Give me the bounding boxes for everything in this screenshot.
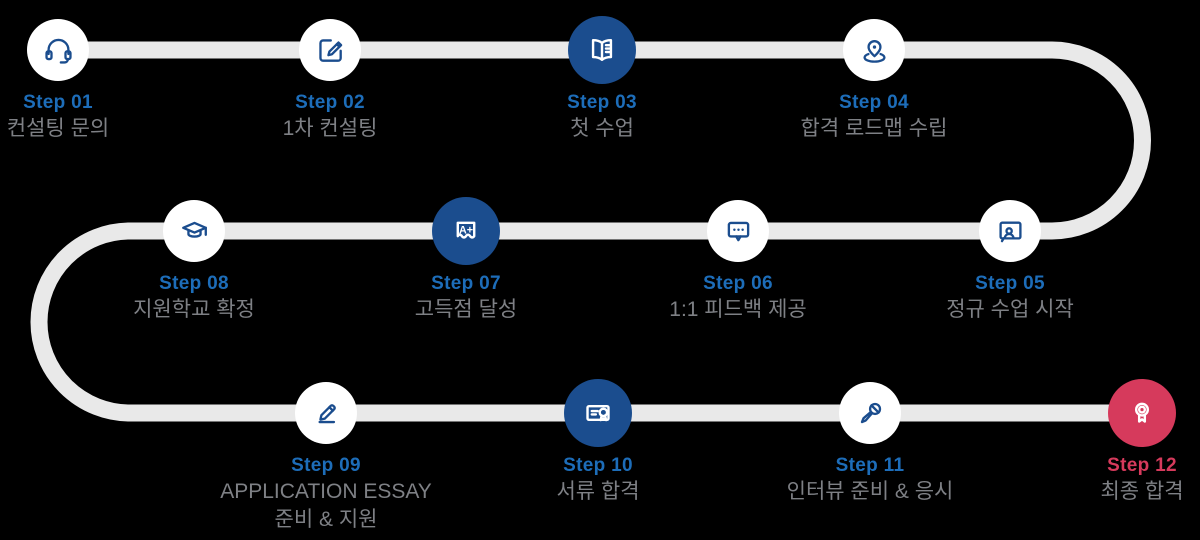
step-node-09: Step 09 APPLICATION ESSAY 준비 & 지원: [176, 379, 476, 534]
step-title: 첫 수업: [570, 117, 634, 140]
step-circle: [707, 200, 769, 262]
step-node-06: Step 06 1:1 피드백 제공: [588, 197, 888, 324]
step-circle: [27, 19, 89, 81]
step-number-label: Step 05: [975, 273, 1045, 294]
step-circle: [839, 382, 901, 444]
step-number-label: Step 01: [23, 92, 93, 113]
instructor-icon: [998, 221, 1022, 242]
step-title: 1차 컨설팅: [282, 117, 378, 140]
step-title: APPLICATION ESSAY: [220, 480, 432, 503]
step-title: 정규 수업 시작: [946, 298, 1074, 321]
step-title: 서류 합격: [556, 480, 640, 503]
step-node-04: Step 04 합격 로드맵 수립: [724, 16, 1024, 143]
step-number-label: Step 11: [835, 455, 905, 476]
edit-icon: [318, 38, 342, 62]
certificate-icon: [586, 404, 610, 422]
step-title: 고득점 달성: [414, 298, 518, 321]
svg-text:A+: A+: [459, 224, 473, 236]
step-node-07: A+ Step 07 고득점 달성: [316, 197, 616, 324]
step-circle: [299, 19, 361, 81]
step-node-03: Step 03 첫 수업: [452, 16, 752, 143]
step-number-label: Step 07: [431, 273, 501, 294]
microphone-icon: [860, 402, 881, 423]
step-node-11: Step 11 인터뷰 준비 & 응시: [720, 379, 1020, 506]
step-number-label: Step 04: [839, 92, 909, 113]
open-book-icon: [591, 39, 613, 61]
step-number-label: Step 12: [1107, 455, 1177, 476]
pencil-icon: [317, 403, 336, 423]
step-title: 최종 합격: [1100, 480, 1184, 503]
step-node-05: Step 05 정규 수업 시작: [860, 197, 1160, 324]
step-node-02: Step 02 1차 컨설팅: [180, 16, 480, 143]
step-node-01: Step 01 컨설팅 문의: [0, 16, 208, 143]
step-number-label: Step 10: [563, 455, 633, 476]
chat-bubble-icon: [727, 221, 749, 241]
step-node-10: Step 10 서류 합격: [448, 379, 748, 506]
step-number-label: Step 08: [159, 273, 229, 294]
step-circle: [568, 16, 636, 84]
step-title: 1:1 피드백 제공: [669, 298, 807, 321]
step-node-12: Step 12 최종 합격: [992, 379, 1200, 506]
step-node-08: Step 08 지원학교 확정: [44, 197, 344, 324]
a-plus-score-icon: A+: [456, 221, 476, 239]
step-title: 컨설팅 문의: [6, 117, 110, 140]
step-circle: [295, 382, 357, 444]
headset-icon: [44, 38, 72, 64]
map-pin-icon: [862, 39, 886, 63]
step-number-label: Step 03: [567, 92, 637, 113]
step-number-label: Step 02: [295, 92, 365, 113]
step-circle: [979, 200, 1041, 262]
step-circle: [843, 19, 905, 81]
award-ribbon-icon: [1134, 402, 1150, 423]
step-title: 인터뷰 준비 & 응시: [786, 480, 954, 503]
graduation-cap-icon: [181, 221, 207, 238]
step-title-line2: 준비 & 지원: [274, 508, 378, 531]
step-circle: [564, 379, 632, 447]
step-number-label: Step 09: [291, 455, 361, 476]
step-number-label: Step 06: [703, 273, 773, 294]
step-circle: A+: [432, 197, 500, 265]
step-circle: [163, 200, 225, 262]
step-circle: [1108, 379, 1176, 447]
step-title: 지원학교 확정: [133, 298, 255, 321]
step-title: 합격 로드맵 수립: [800, 117, 948, 140]
